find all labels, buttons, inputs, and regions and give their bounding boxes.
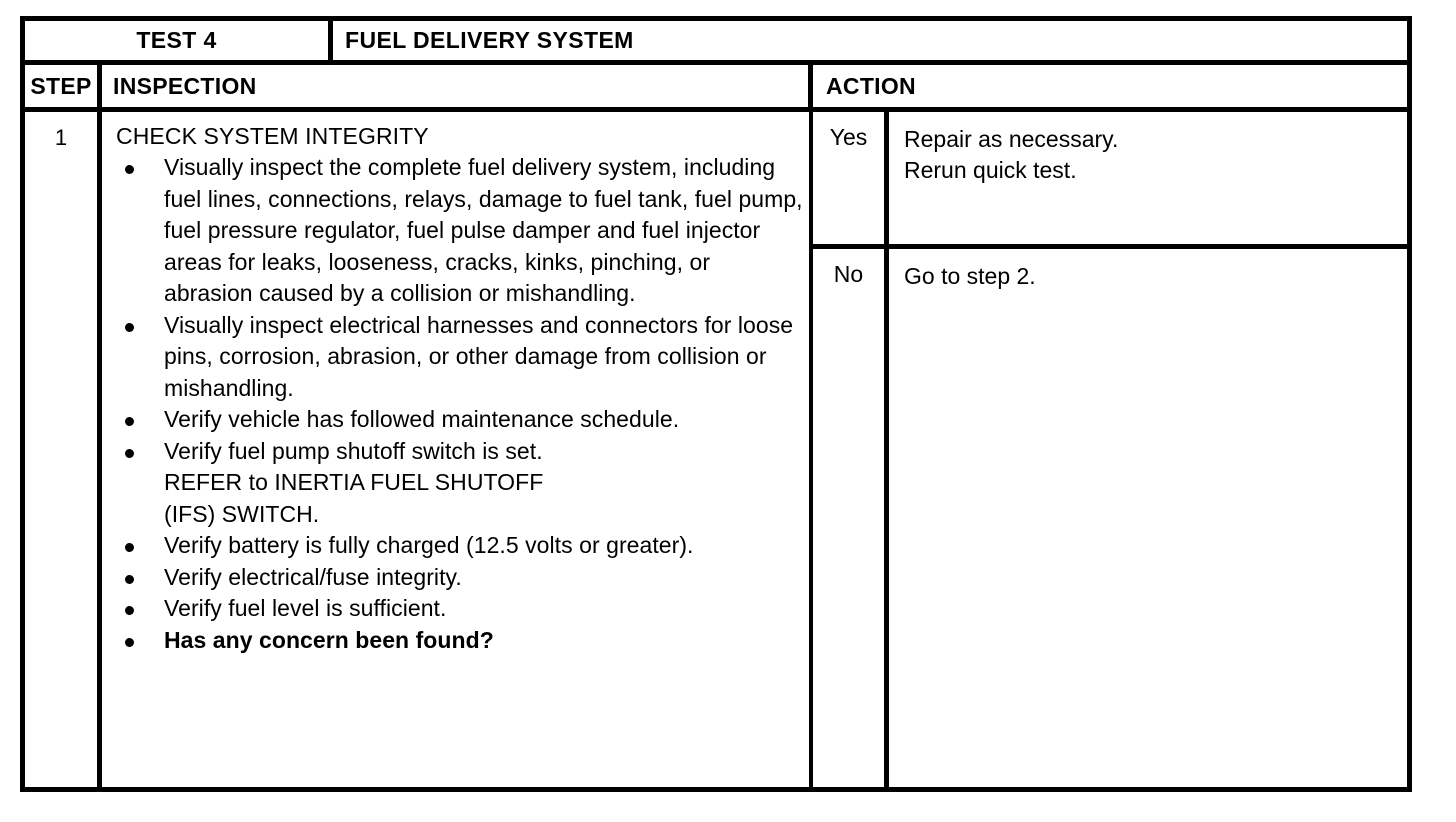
answer-yes-label: Yes: [829, 124, 868, 150]
list-item: Verify fuel level is sufficient.: [116, 593, 803, 625]
diagnostic-test-table: TEST 4 FUEL DELIVERY SYSTEM STEP INSPECT…: [20, 16, 1412, 792]
list-item-question: Has any concern been found?: [116, 625, 803, 657]
list-item: Visually inspect the complete fuel deliv…: [116, 152, 803, 310]
action-column-header: ACTION: [813, 65, 1407, 107]
action-no-line-1: Go to step 2.: [904, 263, 1036, 289]
inspection-bullet-list: Visually inspect the complete fuel deliv…: [116, 152, 803, 656]
test-name: FUEL DELIVERY SYSTEM: [345, 27, 634, 53]
action-yes-line-2: Rerun quick test.: [904, 157, 1077, 183]
test-name-cell: FUEL DELIVERY SYSTEM: [333, 21, 1407, 60]
action-yes-cell: Repair as necessary. Rerun quick test.: [889, 112, 1407, 249]
bullet-text-line-2: REFER to INERTIA FUEL SHUTOFF: [164, 469, 544, 495]
step-header-label: STEP: [30, 72, 92, 99]
action-column: Repair as necessary. Rerun quick test. G…: [889, 112, 1407, 787]
inspection-header-label: INSPECTION: [113, 72, 257, 99]
bullet-text: Verify fuel level is sufficient.: [164, 595, 447, 621]
table-body-row: 1 CHECK SYSTEM INTEGRITY Visually inspec…: [25, 112, 1407, 787]
action-yes-line-1: Repair as necessary.: [904, 126, 1119, 152]
answer-no-cell: No: [813, 249, 884, 787]
inspection-heading: CHECK SYSTEM INTEGRITY: [116, 123, 429, 149]
bullet-text: Verify battery is fully charged (12.5 vo…: [164, 532, 694, 558]
list-item: Verify battery is fully charged (12.5 vo…: [116, 530, 803, 562]
bullet-text: Verify electrical/fuse integrity.: [164, 563, 462, 590]
bullet-text-line-3: (IFS) SWITCH.: [164, 500, 320, 527]
action-header-label: ACTION: [826, 72, 916, 99]
answer-no-label: No: [833, 261, 864, 287]
bullet-text: Verify vehicle has followed maintenance …: [164, 406, 680, 432]
list-item: Verify vehicle has followed maintenance …: [116, 404, 803, 436]
table-title-row: TEST 4 FUEL DELIVERY SYSTEM: [25, 21, 1407, 65]
answer-yes-cell: Yes: [813, 112, 884, 249]
answer-column: Yes No: [813, 112, 889, 787]
bullet-text-line-1: Verify fuel pump shutoff switch is set.: [164, 437, 543, 464]
test-label: TEST 4: [136, 27, 217, 53]
action-no-cell: Go to step 2.: [889, 249, 1407, 787]
inspection-cell: CHECK SYSTEM INTEGRITY Visually inspect …: [102, 112, 813, 787]
bullet-text: Visually inspect electrical harnesses an…: [164, 311, 794, 401]
step-column-header: STEP: [25, 65, 102, 107]
list-item: Verify fuel pump shutoff switch is set. …: [116, 436, 803, 531]
table-header-row: STEP INSPECTION ACTION: [25, 65, 1407, 112]
list-item: Visually inspect electrical harnesses an…: [116, 310, 803, 405]
bullet-text: Has any concern been found?: [164, 626, 494, 653]
inspection-column-header: INSPECTION: [102, 65, 813, 107]
bullet-text: Visually inspect the complete fuel deliv…: [164, 154, 803, 306]
test-number-cell: TEST 4: [25, 21, 333, 60]
list-item: Verify electrical/fuse integrity.: [116, 562, 803, 594]
step-number: 1: [54, 125, 68, 150]
step-number-cell: 1: [25, 112, 102, 787]
